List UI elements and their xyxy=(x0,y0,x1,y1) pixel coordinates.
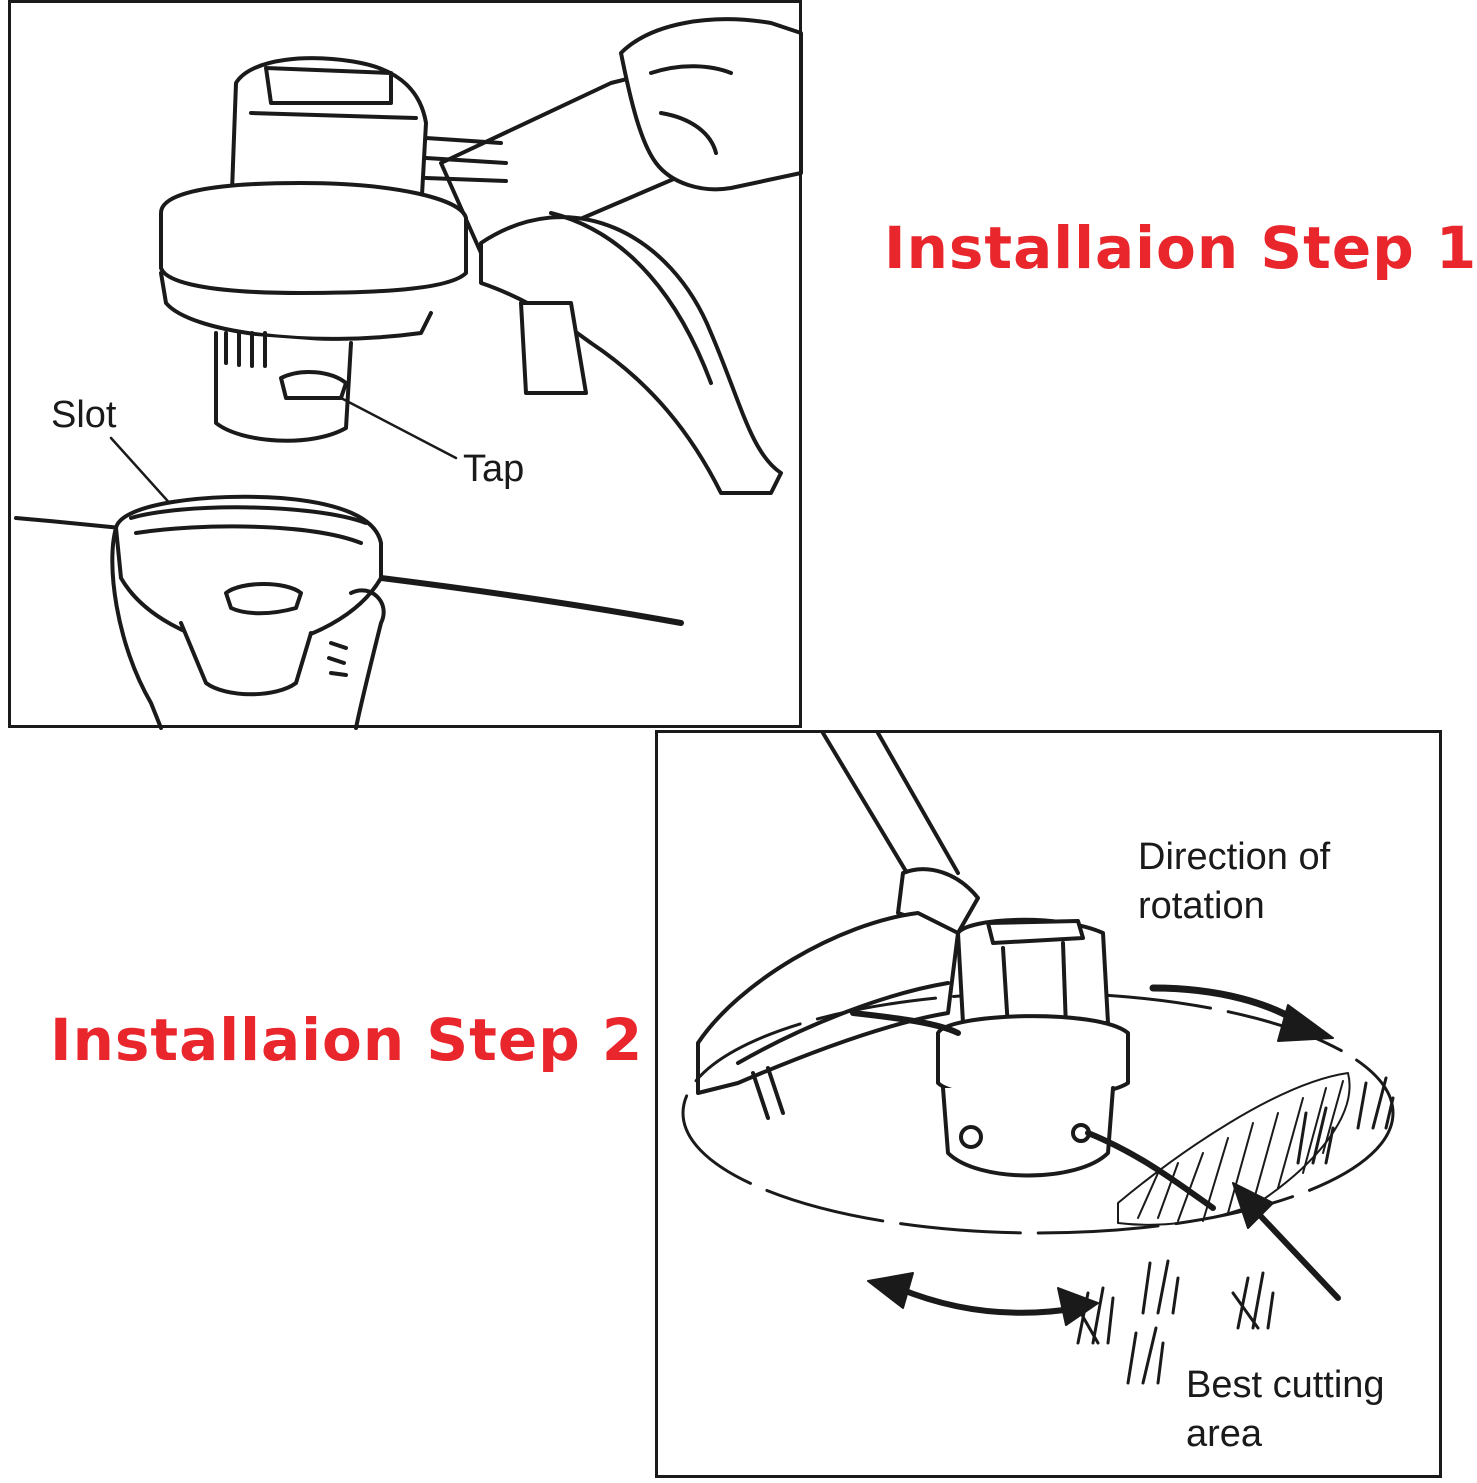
step1-title: Installaion Step 1 xyxy=(884,214,1477,282)
step2-illustration-panel: Direction of rotation Best cutting area xyxy=(655,730,1442,1478)
best-cutting-area-label: Best cutting area xyxy=(1186,1361,1385,1460)
step2-illustration xyxy=(681,731,1395,1385)
step1-illustration xyxy=(14,17,803,730)
step2-title: Installaion Step 2 xyxy=(50,1006,644,1074)
best-line1: Best cutting xyxy=(1186,1364,1385,1406)
direction-of-rotation-label: Direction of rotation xyxy=(1138,833,1330,932)
step1-illustration-panel: Slot Tap xyxy=(8,0,803,730)
direction-line1: Direction of xyxy=(1138,836,1331,878)
slot-label: Slot xyxy=(51,394,117,436)
best-line2: area xyxy=(1186,1413,1263,1456)
tap-label: Tap xyxy=(463,448,525,490)
direction-line2: rotation xyxy=(1138,885,1265,928)
